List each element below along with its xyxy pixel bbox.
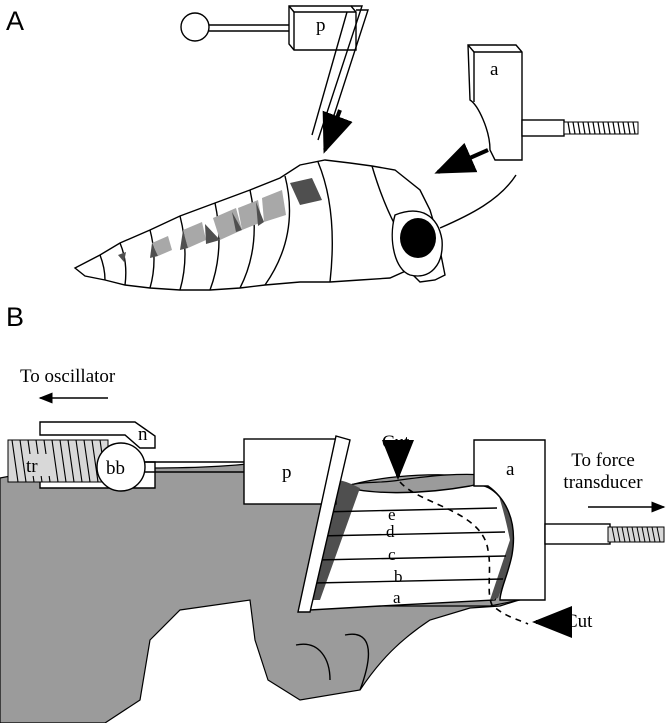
panel-a-letter: A	[6, 6, 24, 36]
arrow-a-a	[438, 150, 488, 172]
thread-label: tr	[26, 456, 38, 477]
clip-p-a: p	[181, 6, 368, 140]
clip-a-label-b: a	[506, 459, 515, 480]
fiber-label-b: b	[394, 567, 403, 586]
fiber-label-d: d	[386, 522, 395, 541]
clip-a-a: a	[468, 45, 638, 160]
fiber-label-a: a	[393, 588, 401, 607]
arrow-p-a	[325, 110, 340, 150]
ball-bearing-label: bb	[106, 458, 125, 479]
to-oscillator-label: To oscillator	[20, 366, 116, 387]
fiber-label-c: c	[388, 545, 396, 564]
nut-label: n	[138, 424, 148, 445]
to-force-label-2: transducer	[563, 472, 643, 493]
cut-label-top: Cut	[382, 432, 410, 453]
to-force-label-1: To force	[571, 450, 635, 471]
panel-b-letter: B	[6, 302, 24, 332]
clip-p-label-a: p	[316, 15, 326, 36]
cut-label-right: Cut	[565, 611, 593, 632]
pupa-body	[75, 160, 516, 290]
panel-a: A p a	[6, 6, 638, 290]
clip-p-label-b: p	[282, 462, 292, 483]
clip-a-label-a: a	[490, 59, 499, 80]
panel-b: B To oscillator To force transducer e d …	[0, 302, 664, 723]
